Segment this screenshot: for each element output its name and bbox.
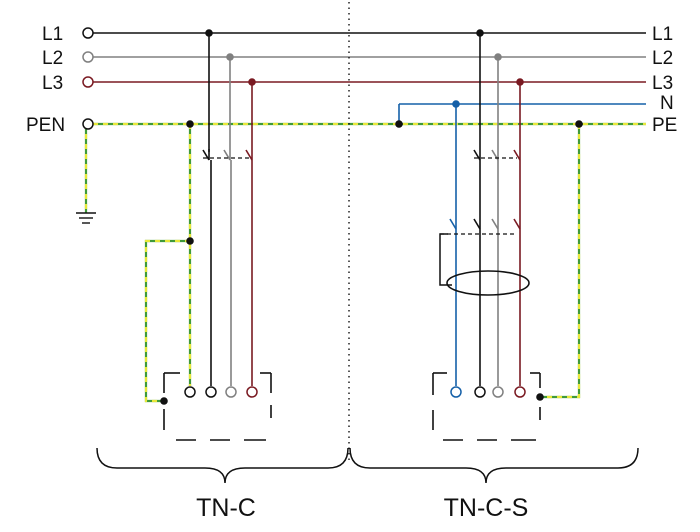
junction-tncs-l2	[494, 53, 502, 61]
tncs-consumer-terminal-l3	[514, 386, 526, 398]
junction-tnc-l2	[226, 53, 234, 61]
tncs-rcd-blade-l3	[513, 218, 521, 230]
left-terminals	[82, 27, 94, 130]
label-l1-right: L1	[652, 24, 673, 45]
tnc-switch-blade-l1	[202, 149, 210, 161]
tnc-consumer-housing	[163, 372, 272, 441]
junction-tnc-pe-split	[186, 237, 194, 245]
tncs-consumer-housing	[432, 372, 541, 441]
tnc-switch-blade-l2	[223, 149, 231, 161]
label-pen-left: PEN	[26, 115, 65, 136]
label-l3-left: L3	[42, 73, 63, 94]
tnc-consumer-terminal-pen	[184, 386, 196, 398]
junction-tncs-pe	[575, 120, 583, 128]
label-n-right: N	[660, 93, 674, 114]
label-pe-right: PE	[652, 115, 677, 136]
brace-tn-c	[96, 447, 349, 484]
label-l2-right: L2	[652, 48, 673, 69]
junction-tncs-n	[452, 100, 460, 108]
junction-tncs-housing	[536, 393, 544, 401]
tncs-rcd-blade-n	[449, 218, 457, 230]
terminal-l1-left	[82, 27, 94, 39]
junction-tncs-l1	[476, 29, 484, 37]
tncs-switch-blade-l1	[473, 149, 481, 161]
label-l1-left: L1	[42, 24, 63, 45]
tncs-consumer-terminal-l1	[474, 386, 486, 398]
tncs-rcd-trip-bracket	[439, 233, 452, 286]
tnc-switch-blade-l3	[245, 149, 253, 161]
tncs-consumer-terminal-n	[450, 386, 462, 398]
tn-c-s-circuit	[395, 29, 583, 441]
tncs-pe-drop	[540, 124, 581, 399]
terminal-pen-left	[82, 118, 94, 130]
terminal-l3-left	[82, 76, 94, 88]
tncs-consumer-terminal-l2	[492, 386, 504, 398]
tncs-rcd-toroid	[446, 270, 530, 296]
label-l2-left: L2	[42, 48, 63, 69]
tncs-rcd-blade-l1	[473, 218, 481, 230]
tncs-rcd-blade-l2	[491, 218, 499, 230]
ground-symbol-icon	[76, 212, 96, 224]
junction-tnc-l1	[205, 29, 213, 37]
tnc-consumer-terminal-l2	[225, 386, 237, 398]
main-buses	[93, 32, 646, 126]
caption-tn-c-s: TN-C-S	[444, 494, 529, 522]
brace-tn-c-s	[349, 447, 639, 484]
tn-c-circuit	[144, 29, 272, 441]
junction-pen-split	[395, 120, 403, 128]
caption-tn-c: TN-C	[196, 494, 256, 522]
junction-tnc-pen	[186, 120, 194, 128]
junction-tnc-housing	[160, 397, 168, 405]
label-l3-right: L3	[652, 73, 673, 94]
junction-tnc-l3	[248, 78, 256, 86]
tncs-switch-blade-l3	[513, 149, 521, 161]
terminal-l2-left	[82, 51, 94, 63]
tnc-consumer-terminal-l1	[205, 386, 217, 398]
junction-tncs-l3	[516, 78, 524, 86]
tnc-consumer-terminal-l3	[246, 386, 258, 398]
tnc-pe-loop	[144, 239, 190, 403]
